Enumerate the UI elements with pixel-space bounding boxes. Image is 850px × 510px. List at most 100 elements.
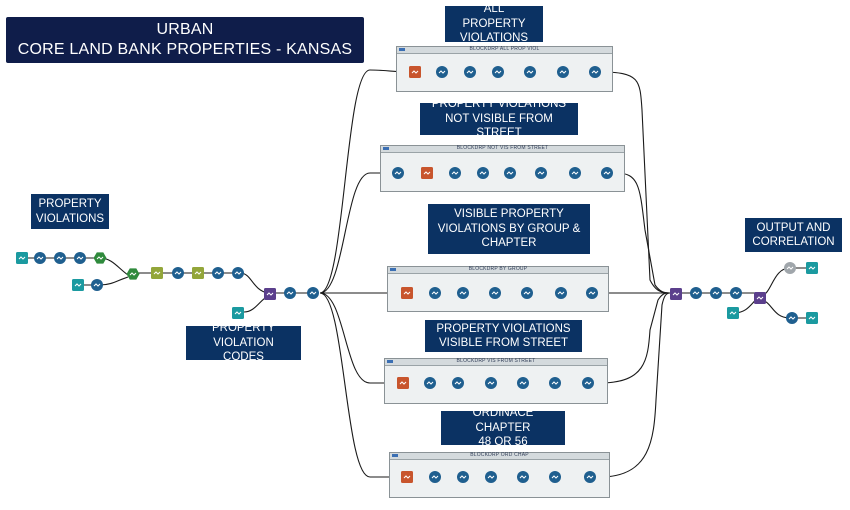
section-label-visible-text: PROPERTY VIOLATIONS VISIBLE FROM STREET: [436, 322, 571, 349]
filter-tool-icon[interactable]: [549, 471, 561, 483]
filter-tool-icon[interactable]: [485, 377, 497, 389]
container-not-visible[interactable]: BLOCKDRP NOT VIS FROM STREET: [380, 145, 625, 192]
container-all-violations[interactable]: BLOCKDRP ALL PROP VIOL: [396, 46, 613, 92]
container-header[interactable]: BLOCKDRP ORD CHAP: [390, 452, 609, 460]
formula-tool-icon[interactable]: [464, 66, 476, 78]
formula-tool-icon[interactable]: [392, 167, 404, 179]
container-collapse-icon[interactable]: [387, 360, 393, 363]
filter-tool-icon[interactable]: [549, 377, 561, 389]
join-tool-icon[interactable]: [93, 252, 107, 264]
section-label-codes: PROPERTY VIOLATION CODES: [186, 322, 301, 363]
crosstab-tool-icon[interactable]: [421, 167, 433, 179]
filter-tool-icon[interactable]: [557, 66, 569, 78]
crosstab-tool-icon[interactable]: [409, 66, 421, 78]
formula-tool-icon[interactable]: [586, 287, 598, 299]
formula-tool-icon[interactable]: [589, 66, 601, 78]
container-header[interactable]: BLOCKDRP VIS FROM STREET: [385, 358, 607, 366]
join-tool-icon[interactable]: [754, 292, 766, 304]
browse-tool-icon[interactable]: [784, 262, 796, 274]
formula-tool-icon[interactable]: [457, 287, 469, 299]
select-tool-icon[interactable]: [91, 279, 103, 291]
container-collapse-icon[interactable]: [399, 48, 405, 51]
formula-tool-icon[interactable]: [524, 66, 536, 78]
filter-tool-icon[interactable]: [555, 287, 567, 299]
container-caption: BLOCKDRP NOT VIS FROM STREET: [456, 145, 549, 151]
section-label-visible: PROPERTY VIOLATIONS VISIBLE FROM STREET: [425, 320, 582, 352]
output-data-tool-icon[interactable]: [806, 262, 818, 274]
select-tool-icon[interactable]: [710, 287, 722, 299]
workflow-title: PROPERTY VIOLATION ANALYSIS OF URBAN COR…: [6, 1, 364, 78]
filter-tool-icon[interactable]: [429, 287, 441, 299]
transpose-tool-icon[interactable]: [192, 267, 204, 279]
formula-tool-icon[interactable]: [307, 287, 319, 299]
filter-tool-icon[interactable]: [477, 167, 489, 179]
formula-tool-icon[interactable]: [569, 167, 581, 179]
container-caption: BLOCKDRP VIS FROM STREET: [456, 358, 536, 364]
filter-tool-icon[interactable]: [74, 252, 86, 264]
section-label-not-visible: PROPERTY VIOLATIONS NOT VISIBLE FROM STR…: [420, 98, 578, 139]
container-header[interactable]: BLOCKDRP BY GROUP: [388, 266, 608, 274]
formula-tool-icon[interactable]: [517, 377, 529, 389]
section-label-not-visible-text: PROPERTY VIOLATIONS NOT VISIBLE FROM STR…: [431, 98, 567, 140]
filter-tool-icon[interactable]: [601, 167, 613, 179]
filter-tool-icon[interactable]: [172, 267, 184, 279]
formula-tool-icon[interactable]: [449, 167, 461, 179]
formula-tool-icon[interactable]: [452, 377, 464, 389]
container-by-group[interactable]: BLOCKDRP BY GROUP: [387, 266, 609, 312]
section-label-output: OUTPUT AND CORRELATION: [745, 218, 842, 252]
input-data-tool-icon[interactable]: [72, 279, 84, 291]
output-data-tool-icon[interactable]: [806, 312, 818, 324]
summarize-tool-icon[interactable]: [151, 267, 163, 279]
formula-tool-icon[interactable]: [517, 471, 529, 483]
container-caption: BLOCKDRP ALL PROP VIOL: [469, 46, 540, 52]
section-label-input-text: PROPERTY VIOLATIONS: [35, 198, 105, 225]
formula-tool-icon[interactable]: [504, 167, 516, 179]
section-label-chapter: ORDINACE CHAPTER 48 OR 56: [441, 407, 565, 448]
filter-tool-icon[interactable]: [489, 287, 501, 299]
union-tool-icon[interactable]: [670, 288, 682, 300]
summarize-tool-icon[interactable]: [730, 287, 742, 299]
section-label-codes-text: PROPERTY VIOLATION CODES: [211, 322, 276, 364]
container-collapse-icon[interactable]: [390, 268, 396, 271]
section-label-all-violations-text: ALL PROPERTY VIOLATIONS: [459, 3, 529, 45]
container-header[interactable]: BLOCKDRP NOT VIS FROM STREET: [381, 145, 624, 153]
section-label-output-text: OUTPUT AND CORRELATION: [752, 221, 835, 248]
filter-tool-icon[interactable]: [424, 377, 436, 389]
filter-tool-icon[interactable]: [429, 471, 441, 483]
container-collapse-icon[interactable]: [383, 147, 389, 150]
select-tool-icon[interactable]: [786, 312, 798, 324]
input-data-tool-icon[interactable]: [16, 252, 28, 264]
join-tool-icon[interactable]: [126, 268, 140, 280]
workflow-title-text: PROPERTY VIOLATION ANALYSIS OF URBAN COR…: [17, 1, 353, 78]
formula-tool-icon[interactable]: [582, 377, 594, 389]
section-label-by-group-text: VISIBLE PROPERTY VIOLATIONS BY GROUP & C…: [437, 208, 581, 250]
container-chapter[interactable]: BLOCKDRP ORD CHAP: [389, 452, 610, 498]
crosstab-tool-icon[interactable]: [401, 471, 413, 483]
container-header[interactable]: BLOCKDRP ALL PROP VIOL: [397, 46, 612, 54]
container-caption: BLOCKDRP ORD CHAP: [470, 452, 529, 458]
filter-tool-icon[interactable]: [535, 167, 547, 179]
filter-tool-icon[interactable]: [485, 471, 497, 483]
input-data-tool-icon[interactable]: [232, 307, 244, 319]
crosstab-tool-icon[interactable]: [397, 377, 409, 389]
section-label-input: PROPERTY VIOLATIONS: [31, 194, 109, 229]
union-tool-icon[interactable]: [264, 288, 276, 300]
sort-tool-icon[interactable]: [212, 267, 224, 279]
container-caption: BLOCKDRP BY GROUP: [468, 266, 528, 272]
filter-tool-icon[interactable]: [492, 66, 504, 78]
sample-tool-icon[interactable]: [232, 267, 244, 279]
container-collapse-icon[interactable]: [392, 454, 398, 457]
formula-tool-icon[interactable]: [521, 287, 533, 299]
section-label-all-violations: ALL PROPERTY VIOLATIONS: [445, 3, 543, 44]
formula-tool-icon[interactable]: [54, 252, 66, 264]
formula-tool-icon[interactable]: [457, 471, 469, 483]
crosstab-tool-icon[interactable]: [401, 287, 413, 299]
input-data-tool-icon[interactable]: [727, 307, 739, 319]
formula-tool-icon[interactable]: [584, 471, 596, 483]
container-visible[interactable]: BLOCKDRP VIS FROM STREET: [384, 358, 608, 404]
filter-tool-icon[interactable]: [436, 66, 448, 78]
select-tool-icon[interactable]: [34, 252, 46, 264]
formula-tool-icon[interactable]: [690, 287, 702, 299]
select-tool-icon[interactable]: [284, 287, 296, 299]
